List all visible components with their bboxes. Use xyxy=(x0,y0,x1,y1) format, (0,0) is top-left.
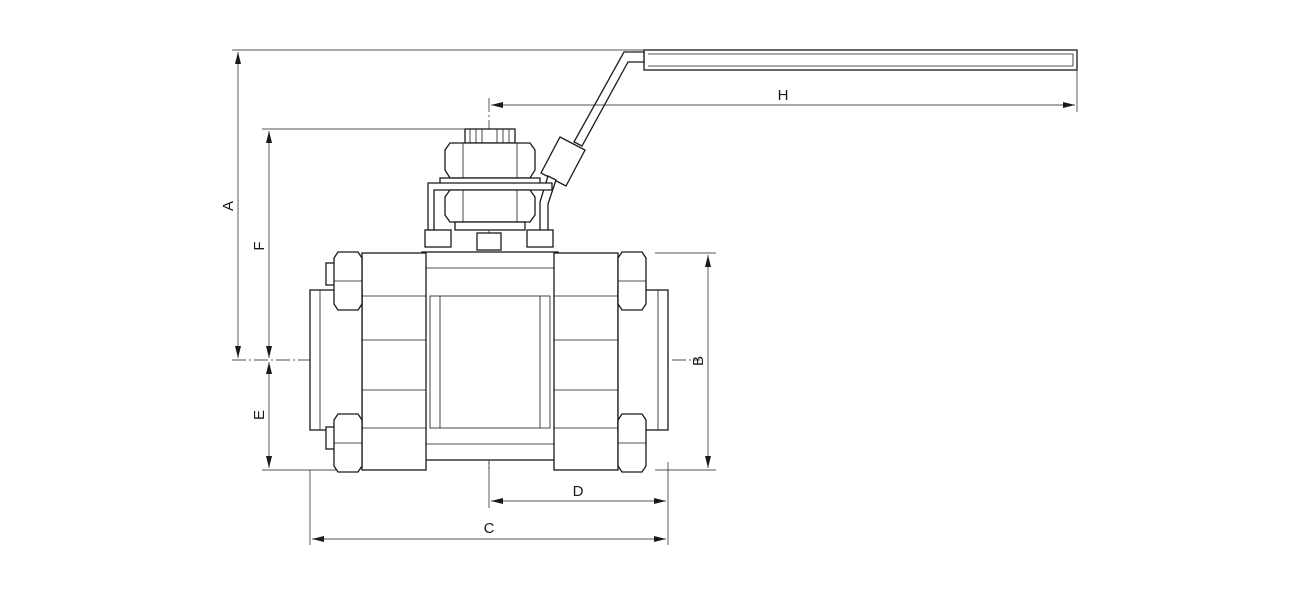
dimension-b: B xyxy=(690,255,711,468)
dimension-label-a: A xyxy=(220,201,237,211)
dimension-e: E xyxy=(251,362,272,468)
extension-lines xyxy=(232,49,1078,545)
dimension-f: F xyxy=(251,131,272,358)
dimension-label-h: H xyxy=(778,87,789,104)
dimension-c: C xyxy=(312,520,666,542)
dimension-d: D xyxy=(491,483,666,504)
dimension-label-c: C xyxy=(484,520,495,537)
dimension-label-d: D xyxy=(573,483,584,500)
dimension-label-e: E xyxy=(251,410,268,420)
dimension-label-b: B xyxy=(690,356,707,366)
dimension-a: A xyxy=(220,52,241,358)
lever-handle xyxy=(539,49,1078,235)
dimension-h: H xyxy=(491,87,1075,108)
dimension-label-f: F xyxy=(251,241,268,250)
valve-body xyxy=(309,251,669,473)
